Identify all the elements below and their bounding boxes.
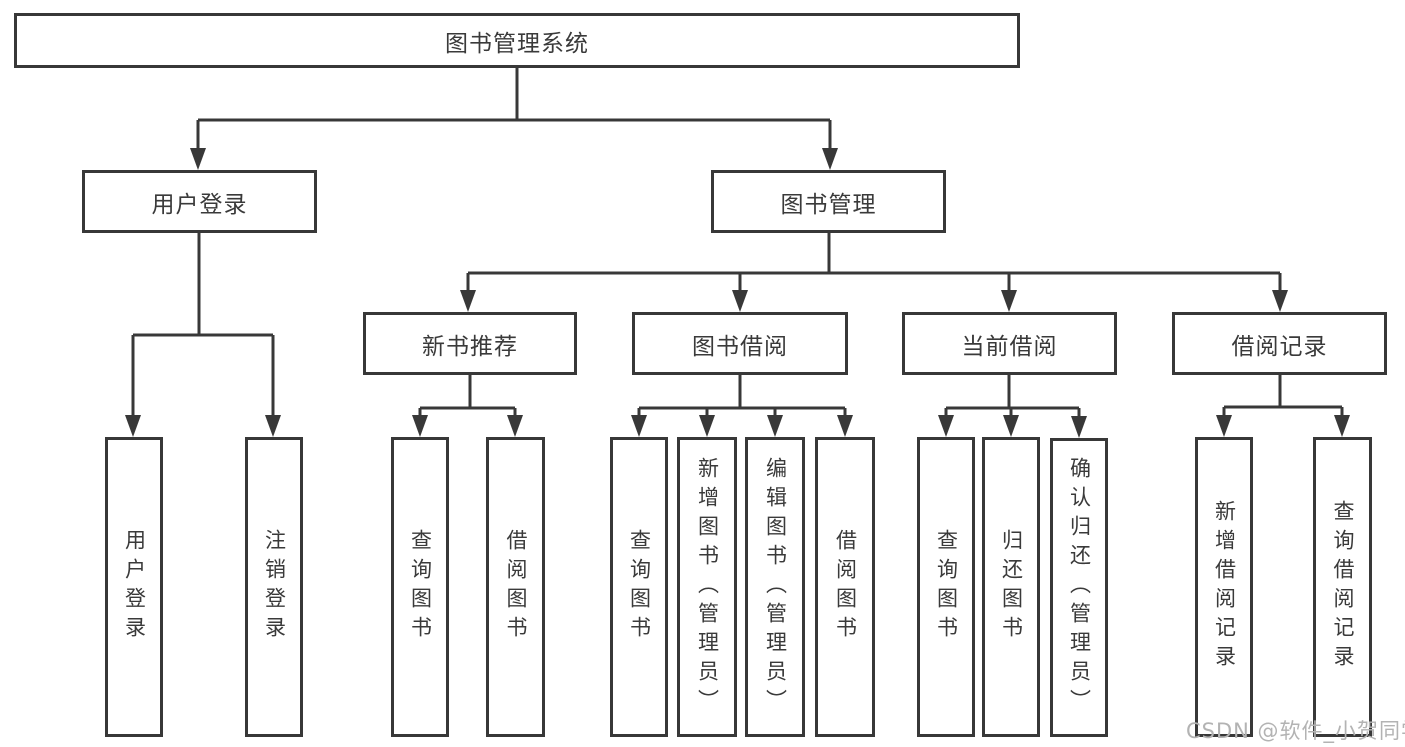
node-label: 当前借阅 xyxy=(961,333,1058,360)
node-label: 新书推荐 xyxy=(422,333,518,360)
node-borrowing-records: 借阅记录 xyxy=(1172,312,1387,375)
leaf-edit-books-admin: 编辑图书（管理员） xyxy=(745,437,805,737)
node-label: 新增图书（管理员） xyxy=(695,456,720,718)
node-label: 借阅记录 xyxy=(1231,333,1328,360)
node-user-login: 用户登录 xyxy=(82,170,317,233)
leaf-borrow-books: 借阅图书 xyxy=(815,437,875,737)
node-label: 确认归还（管理员） xyxy=(1067,457,1092,718)
csdn-watermark: CSDN @软件_小贺同学 xyxy=(1186,719,1405,743)
node-label: 注销登录 xyxy=(262,529,287,645)
node-label: 用户登录 xyxy=(151,191,248,218)
leaf-add-books-admin: 新增图书（管理员） xyxy=(677,437,737,737)
node-label: 借阅图书 xyxy=(833,529,858,645)
node-label: 查询图书 xyxy=(627,529,652,645)
node-label: 查询图书 xyxy=(934,529,959,645)
node-label: 图书管理 xyxy=(780,191,877,218)
leaf-query-books-recommend: 查询图书 xyxy=(391,437,449,737)
node-new-book-recommendation: 新书推荐 xyxy=(363,312,577,375)
leaf-query-books-borrow: 查询图书 xyxy=(610,437,668,737)
node-label: 查询借阅记录 xyxy=(1331,500,1355,674)
node-label: 新增借阅记录 xyxy=(1212,500,1237,674)
node-label: 查询图书 xyxy=(408,529,433,645)
leaf-confirm-return-admin: 确认归还（管理员） xyxy=(1050,438,1108,737)
node-root-library-management-system: 图书管理系统 xyxy=(14,13,1020,68)
leaf-query-books-current: 查询图书 xyxy=(917,437,975,737)
node-label: 图书管理系统 xyxy=(445,30,589,57)
leaf-borrow-books-recommend: 借阅图书 xyxy=(486,437,545,737)
leaf-logout: 注销登录 xyxy=(245,437,303,737)
node-label: 归还图书 xyxy=(999,529,1024,645)
node-label: 用户登录 xyxy=(122,529,147,645)
leaf-add-borrow-record: 新增借阅记录 xyxy=(1195,437,1253,737)
leaf-query-borrow-record: 查询借阅记录 xyxy=(1313,437,1372,737)
node-current-borrowing: 当前借阅 xyxy=(902,312,1117,375)
node-label: 图书借阅 xyxy=(692,333,788,360)
leaf-user-login: 用户登录 xyxy=(105,437,163,737)
node-label: 编辑图书（管理员） xyxy=(763,456,788,718)
node-label: 借阅图书 xyxy=(504,529,528,645)
leaf-return-books: 归还图书 xyxy=(982,437,1040,737)
node-book-management: 图书管理 xyxy=(711,170,946,233)
node-book-borrowing: 图书借阅 xyxy=(632,312,848,375)
